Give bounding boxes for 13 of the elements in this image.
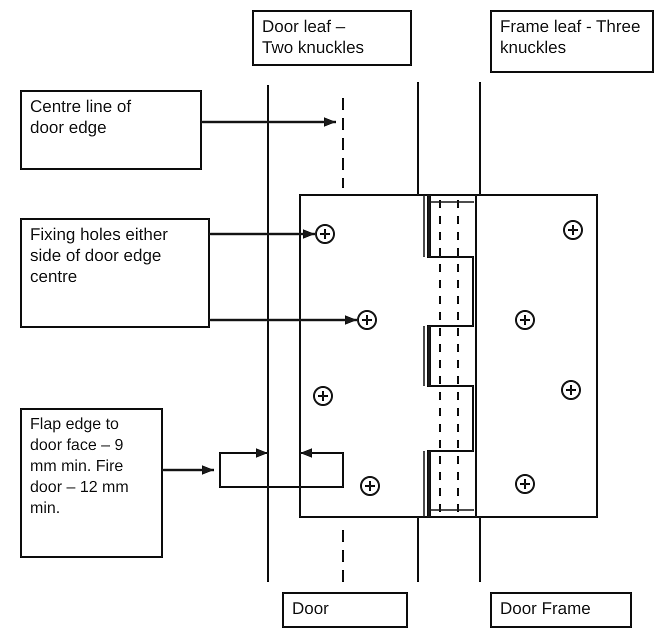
leader-arrow xyxy=(202,117,336,127)
callout-box: Door xyxy=(282,592,408,628)
leader-arrow xyxy=(163,465,214,475)
callout-box: Fixing holes either side of door edge centre xyxy=(20,218,210,328)
leader-arrow xyxy=(210,315,357,325)
leader-arrow xyxy=(210,229,315,239)
callout-box: Door leaf – Two knuckles xyxy=(252,10,412,66)
callout-box: Frame leaf - Three knuckles xyxy=(490,10,654,73)
callout-box: Door Frame xyxy=(490,592,632,628)
callout-box: Flap edge to door face – 9 mm min. Fire door – 12 mm min. xyxy=(20,408,163,558)
screw-hole-icon xyxy=(315,224,335,244)
callout-box: Centre line of door edge xyxy=(20,90,202,170)
screw-hole-icon xyxy=(357,310,377,330)
